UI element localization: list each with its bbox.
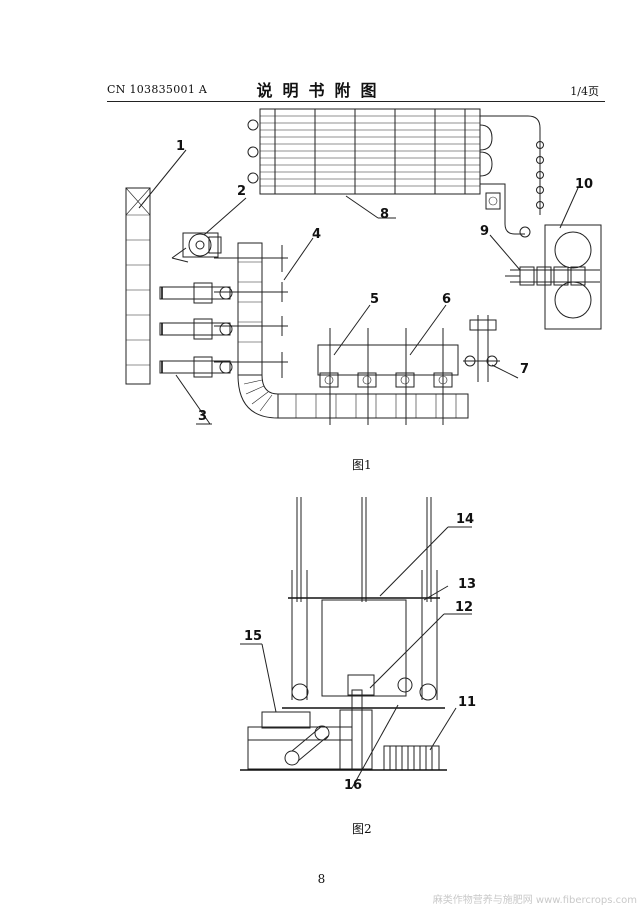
dryer-grid-part-8 [247, 108, 544, 238]
processing-line-parts-5-6 [277, 328, 469, 425]
tower-structure [282, 497, 445, 709]
figure-2-drawing: 14 13 12 11 15 16 [240, 497, 476, 793]
header-divider [107, 101, 605, 102]
patent-number: CN 103835001 A [107, 83, 208, 96]
decorticator-units-part-3 [159, 282, 233, 378]
figure-1-labels: 1 2 3 4 5 6 7 8 9 10 [138, 139, 593, 425]
base-machinery [240, 689, 447, 771]
document-title: 说明书附图 [256, 81, 387, 100]
press-part-7 [463, 315, 500, 382]
label-16: 16 [344, 778, 362, 793]
figure-1-drawing: 1 2 3 4 5 6 7 8 9 10 [125, 108, 602, 425]
page-number: 8 [317, 872, 326, 886]
label-10: 10 [575, 177, 593, 192]
label-14: 14 [456, 512, 474, 527]
label-6: 6 [442, 292, 451, 307]
figure-2-caption: 图2 [352, 822, 372, 836]
label-7: 7 [520, 362, 529, 377]
label-1: 1 [176, 139, 185, 154]
baler-parts-9-10 [505, 224, 602, 330]
winder-part-2 [171, 232, 222, 263]
watermark: 麻类作物营养与施肥网 www.fibercrops.com [432, 895, 637, 906]
label-9: 9 [480, 224, 489, 239]
rack-part-1 [125, 187, 151, 385]
label-15: 15 [244, 629, 262, 644]
label-8: 8 [380, 207, 389, 222]
label-12: 12 [455, 600, 473, 615]
page-indicator: 1/4页 [570, 85, 599, 98]
label-5: 5 [370, 292, 379, 307]
label-13: 13 [458, 577, 476, 592]
figure-2-labels: 14 13 12 11 15 16 [240, 512, 476, 793]
label-3: 3 [198, 409, 207, 424]
label-2: 2 [237, 184, 246, 199]
label-4: 4 [312, 227, 321, 242]
label-11: 11 [458, 695, 476, 710]
figure-1-caption: 图1 [352, 458, 372, 472]
feed-conveyor-part-4 [214, 242, 288, 419]
